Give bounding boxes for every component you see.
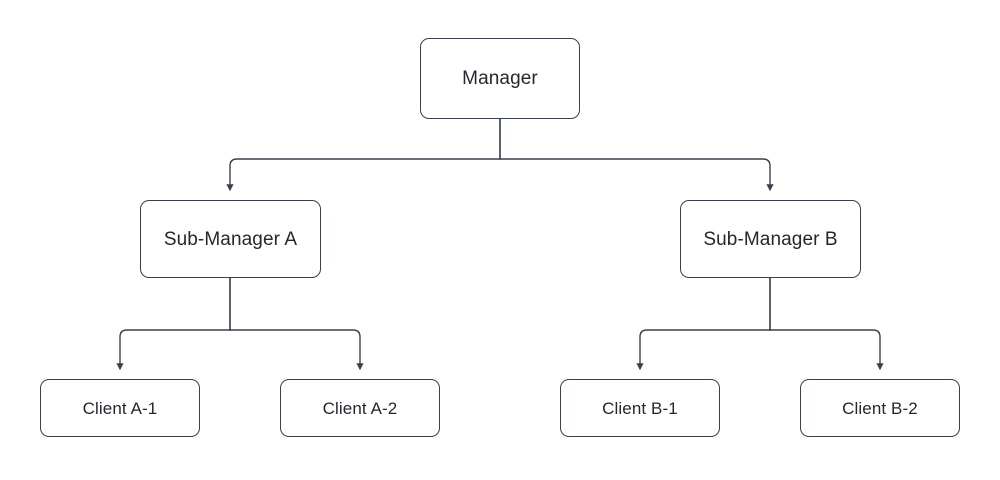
node-client-b2[interactable]: Client B-2 [800, 379, 960, 437]
edge-manager-to-sub-a [226, 119, 501, 192]
node-client-a1-label: Client A-1 [82, 398, 158, 418]
node-client-b1-label: Client B-1 [602, 398, 678, 418]
node-client-a1[interactable]: Client A-1 [40, 379, 200, 437]
node-manager-label: Manager [462, 68, 538, 89]
node-sub-manager-a[interactable]: Sub-Manager A [140, 200, 321, 278]
node-client-b2-label: Client B-2 [842, 398, 918, 418]
edge-sub-b-to-client-b2 [769, 278, 884, 371]
edge-sub-a-to-client-a2 [229, 278, 364, 371]
node-client-a2[interactable]: Client A-2 [280, 379, 440, 437]
node-client-b1[interactable]: Client B-1 [560, 379, 720, 437]
node-sub-manager-b-label: Sub-Manager B [703, 228, 838, 250]
edge-sub-a-to-client-a1 [116, 278, 231, 371]
node-sub-manager-a-label: Sub-Manager A [163, 228, 298, 250]
edge-manager-to-sub-b [499, 119, 774, 192]
node-sub-manager-b[interactable]: Sub-Manager B [680, 200, 861, 278]
node-client-a2-label: Client A-2 [322, 398, 398, 418]
node-manager[interactable]: Manager [420, 38, 580, 119]
edge-sub-b-to-client-b1 [636, 278, 771, 371]
